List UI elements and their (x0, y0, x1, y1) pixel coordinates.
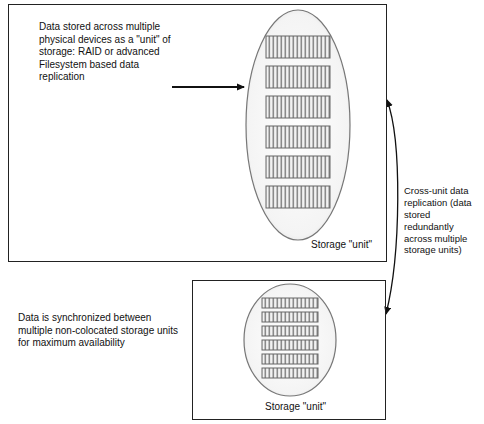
replication-arrow (386, 100, 398, 314)
disk-rack (262, 298, 318, 378)
storage-ellipse (244, 284, 336, 396)
description-text: Data stored across multiple physical dev… (39, 21, 175, 84)
storage-unit-box: Storage "unit" (192, 280, 386, 420)
edge-label: Cross-unit data replication (data stored… (404, 185, 482, 256)
storage-ellipse (246, 10, 350, 240)
note-text: Data is synchronized between multiple no… (18, 312, 186, 350)
unit-label: Storage "unit" (309, 239, 383, 252)
unit-label: Storage "unit" (263, 401, 347, 414)
disk-rack (266, 36, 330, 208)
pointer-arrow (172, 86, 244, 88)
storage-unit-box: Data stored across multiple physical dev… (8, 4, 387, 262)
